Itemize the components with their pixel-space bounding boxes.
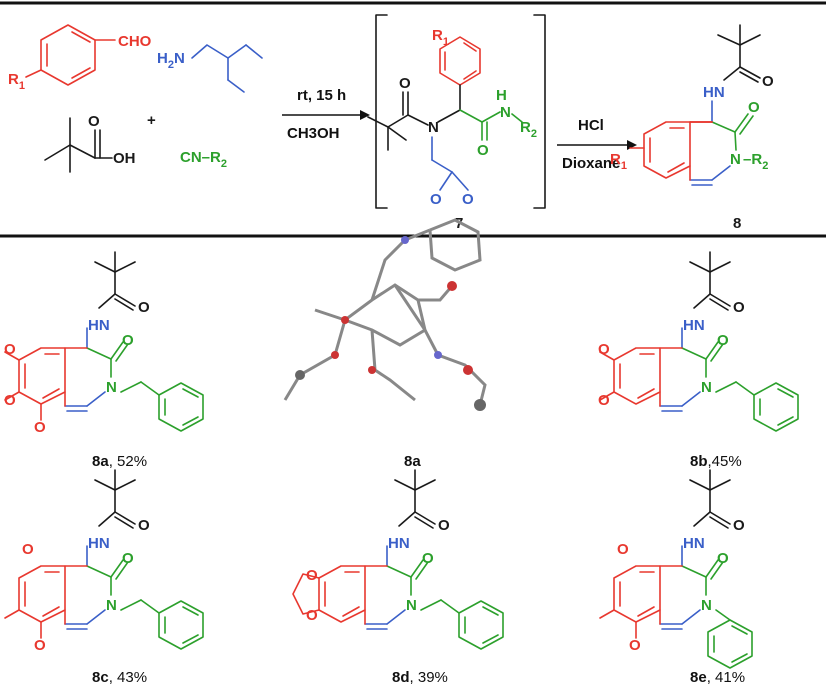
compound-8a-structure [4,251,204,432]
product-n: N [730,151,741,168]
8a-n: N [106,379,117,396]
8d-o1: O [438,517,450,534]
8c-ome1: O [22,541,34,558]
intermediate-n2: N [500,104,511,121]
compound-8e-structure [599,469,753,669]
product-structure: O HN O N –R2 R1 [610,24,774,186]
amine-reactant: H2N [157,44,263,93]
compound-8d-label: 8d, 39% [392,669,448,686]
8c-n: N [106,597,117,614]
intermediate-nh: H [496,87,507,104]
8d-o4: O [306,607,318,624]
8a-o1: O [138,299,150,316]
intermediate-ome1: O [430,191,442,208]
8b-ome1: O [598,341,610,358]
intermediate-structure: R1 N O O O O H N R2 [367,27,537,208]
product-number: 8 [733,215,741,232]
step1-conditions-top: rt, 15 h [297,87,346,104]
compound-8d-structure [292,469,504,650]
acid-o-label: O [88,113,100,130]
8d-n: N [406,597,417,614]
8a-ome3: O [34,419,46,436]
8d-o2: O [422,550,434,567]
8a-o2: O [122,332,134,349]
step2-conditions-top: HCl [578,117,604,134]
bracket-right [533,14,546,209]
8c-o2: O [122,550,134,567]
arrow-step1: rt, 15 h CH3OH [282,87,370,142]
8b-ome2: O [598,392,610,409]
8b-hn: HN [683,317,705,334]
compound-8b-structure [599,251,799,432]
8d-o3: O [306,567,318,584]
acid-reactant: O OH [44,113,136,173]
8b-o2: O [717,332,729,349]
intermediate-ome2: O [462,191,474,208]
8e-o2: O [717,550,729,567]
compound-8a-label: 8a, 52% [92,453,147,470]
product-o2: O [748,99,760,116]
8a-ome2: O [4,392,16,409]
intermediate-n: N [428,119,439,136]
8c-ome2: O [34,637,46,654]
aldehyde-reactant: CHO R1 [8,24,152,92]
r1-label: R1 [8,71,25,92]
crystal-structure-8a [283,218,487,411]
8d-hn: HN [388,535,410,552]
compound-8b-label: 8b,45% [690,453,742,470]
product-r1: R1 [610,151,627,172]
bracket-left [375,14,388,209]
8e-ome2: O [629,637,641,654]
product-o1: O [762,73,774,90]
intermediate-r1: R1 [432,27,449,48]
compound-8e-label: 8e, 41% [690,669,745,686]
compound-8c-structure [4,469,204,650]
intermediate-o1: O [399,75,411,92]
8c-o1: O [138,517,150,534]
8e-n: N [701,597,712,614]
8b-o1: O [733,299,745,316]
step1-conditions-bottom: CH3OH [287,125,340,142]
isocyanide-label: CN–R2 [180,149,227,170]
oh-label: OH [113,150,136,167]
plus-sign: + [147,112,156,129]
intermediate-o2: O [477,142,489,159]
arrow-step2: HCl Dioxane [557,117,637,172]
8a-ome1: O [4,341,16,358]
8e-o1: O [733,517,745,534]
8a-hn: HN [88,317,110,334]
8e-ome1: O [617,541,629,558]
step2-conditions-bottom: Dioxane [562,155,620,172]
compound-8a-crystal-label: 8a [404,453,421,470]
8b-n: N [701,379,712,396]
product-hn: HN [703,84,725,101]
8c-hn: HN [88,535,110,552]
compound-8c-label: 8c, 43% [92,669,147,686]
intermediate-r2: R2 [520,119,537,140]
cho-label: CHO [118,33,152,50]
8e-hn: HN [683,535,705,552]
h2n-label: H2N [157,50,185,71]
product-r2: –R2 [743,151,768,172]
